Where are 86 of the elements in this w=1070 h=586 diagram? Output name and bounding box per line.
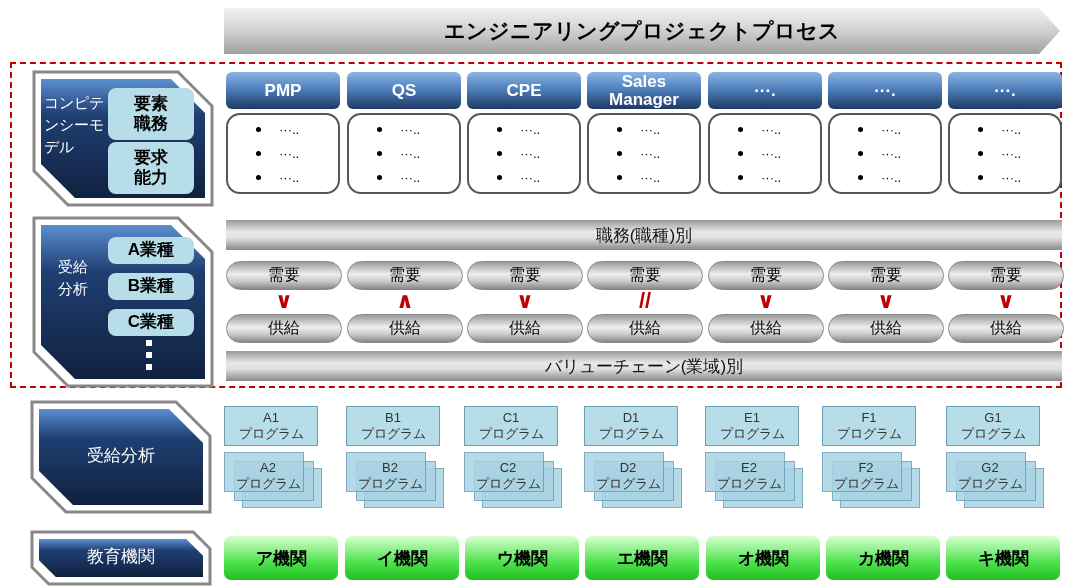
- bullet-item: ···..: [1001, 144, 1022, 163]
- role-header: Sales Manager: [587, 72, 701, 109]
- item-label-box: 要求能力: [108, 142, 194, 194]
- bullet-list-box: [587, 113, 701, 194]
- capsule-box: 供給: [226, 314, 342, 343]
- bullet-item: ···..: [1001, 168, 1022, 187]
- comparison-sign: ∨: [876, 288, 896, 314]
- institution-box: キ機関: [946, 536, 1060, 580]
- program-box: A1 プログラム: [224, 406, 318, 446]
- capsule-box: 供給: [467, 314, 583, 343]
- capsule-box: 需要: [587, 261, 703, 290]
- panel-title: 受給分析: [58, 257, 89, 299]
- capsule-box: 需要: [708, 261, 824, 290]
- institution-box: ア機関: [224, 536, 338, 580]
- bullet-item: ···..: [279, 144, 300, 163]
- role-header: CPE: [467, 72, 581, 109]
- bullet-list-box: [467, 113, 581, 194]
- bullet-item: ···..: [881, 168, 902, 187]
- item-label-box: C業種: [108, 309, 194, 336]
- bullet-item: ···..: [640, 168, 661, 187]
- item-label-box: 要素職務: [108, 88, 194, 140]
- bullet-item: ···..: [1001, 120, 1022, 139]
- capsule-box: 需要: [226, 261, 342, 290]
- category-band: バリューチェーン(業域)別: [226, 351, 1062, 381]
- program-box: B1 プログラム: [346, 406, 440, 446]
- bullet-item: ···..: [640, 144, 661, 163]
- bullet-item: ···..: [761, 120, 782, 139]
- bullet-item: ···..: [520, 168, 541, 187]
- category-panel: [32, 216, 214, 388]
- bullet-list-box: [828, 113, 942, 194]
- bullet-item: ···..: [400, 168, 421, 187]
- dashed-region: [10, 62, 1062, 388]
- program-box: D1 プログラム: [584, 406, 678, 446]
- comparison-sign: ∨: [996, 288, 1016, 314]
- comparison-sign: ∧: [395, 288, 415, 314]
- bullet-item: ···..: [279, 120, 300, 139]
- comparison-sign: ∨: [756, 288, 776, 314]
- comparison-sign: //: [637, 288, 653, 314]
- bullet-item: ···..: [881, 144, 902, 163]
- bullet-list-box: [948, 113, 1062, 194]
- capsule-box: 供給: [708, 314, 824, 343]
- bullet-item: ···..: [520, 144, 541, 163]
- comparison-sign: ∨: [274, 288, 294, 314]
- program-box: C1 プログラム: [464, 406, 558, 446]
- bullet-list-box: [226, 113, 340, 194]
- panel-title: コンピテンシーモデル: [44, 93, 105, 157]
- panel-title: 受給分析: [86, 445, 156, 467]
- capsule-box: 需要: [828, 261, 944, 290]
- capsule-box: 供給: [948, 314, 1064, 343]
- capsule-box: 供給: [828, 314, 944, 343]
- bullet-item: ···..: [400, 144, 421, 163]
- program-box: F1 プログラム: [822, 406, 916, 446]
- institution-box: イ機関: [345, 536, 459, 580]
- role-header: QS: [347, 72, 461, 109]
- program-box: E1 プログラム: [705, 406, 799, 446]
- comparison-sign: ∨: [515, 288, 535, 314]
- role-header: ···.: [708, 72, 822, 109]
- capsule-box: 需要: [948, 261, 1064, 290]
- institution-box: ウ機関: [465, 536, 579, 580]
- role-header: ···.: [828, 72, 942, 109]
- role-header: PMP: [226, 72, 340, 109]
- bullet-item: ···..: [761, 144, 782, 163]
- capsule-box: 需要: [467, 261, 583, 290]
- bullet-item: ···..: [520, 120, 541, 139]
- bullet-item: ···..: [761, 168, 782, 187]
- institution-box: エ機関: [585, 536, 699, 580]
- category-band: 職務(職種)別: [226, 220, 1062, 250]
- panel-title: 教育機関: [86, 546, 156, 568]
- item-label-box: A業種: [108, 237, 194, 264]
- bullet-list-box: [708, 113, 822, 194]
- category-panel: [30, 400, 212, 514]
- role-header: ···.: [948, 72, 1062, 109]
- bullet-item: ···..: [400, 120, 421, 139]
- program-box: G1 プログラム: [946, 406, 1040, 446]
- capsule-box: 需要: [347, 261, 463, 290]
- bullet-list-box: [347, 113, 461, 194]
- bullet-item: ···..: [640, 120, 661, 139]
- category-panel: [32, 70, 214, 207]
- item-label-box: B業種: [108, 273, 194, 300]
- category-panel: [30, 530, 212, 586]
- capsule-box: 供給: [347, 314, 463, 343]
- bullet-item: ···..: [881, 120, 902, 139]
- capsule-box: 供給: [587, 314, 703, 343]
- institution-box: カ機関: [826, 536, 940, 580]
- bullet-item: ···..: [279, 168, 300, 187]
- institution-box: オ機関: [706, 536, 820, 580]
